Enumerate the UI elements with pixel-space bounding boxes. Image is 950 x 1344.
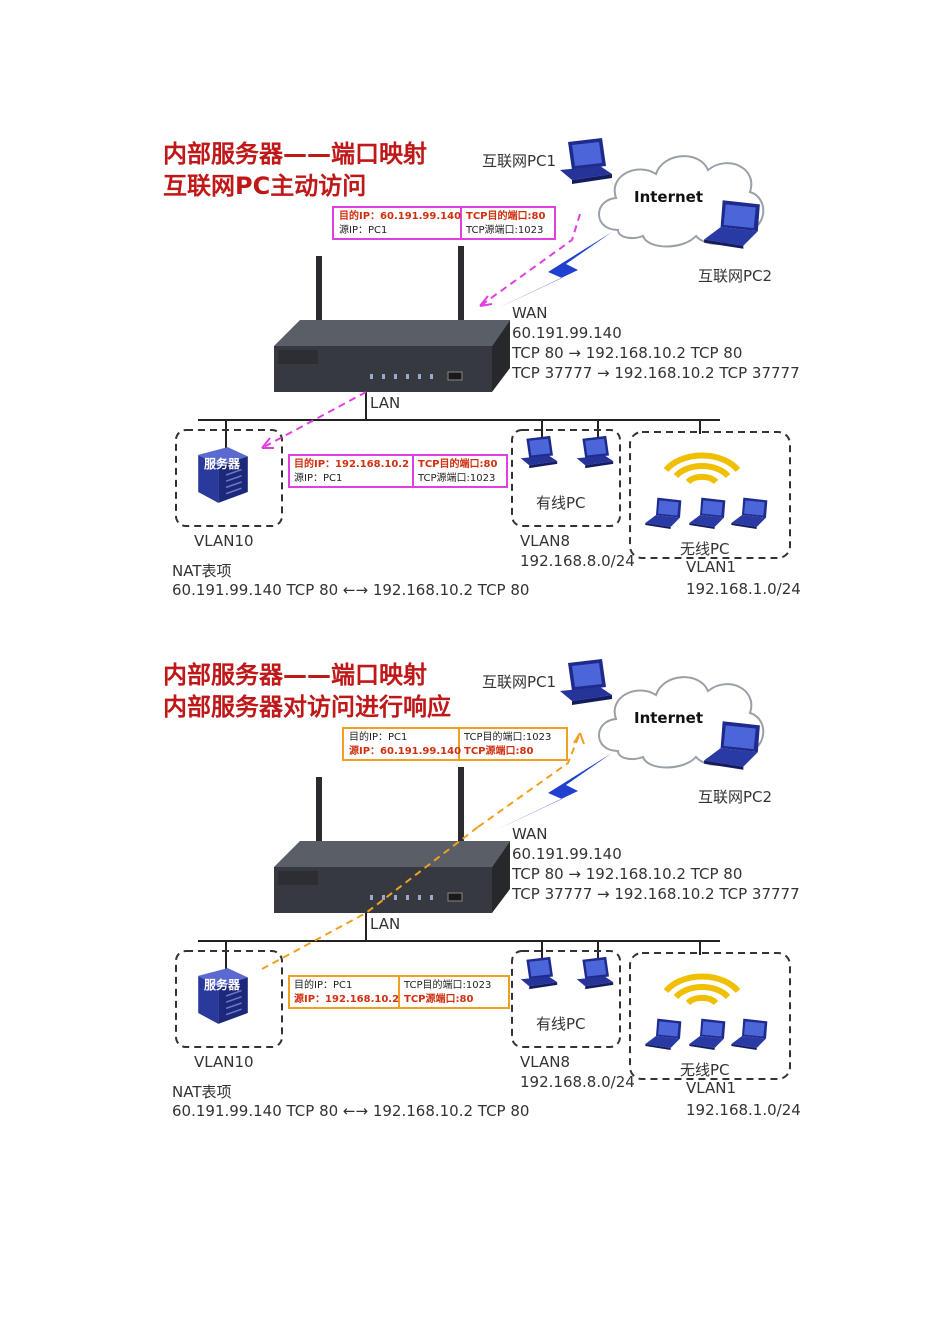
outbound-flow-arrow bbox=[261, 826, 479, 970]
vlan8-subnet-label: 192.168.8.0/24 bbox=[520, 552, 635, 570]
server-icon bbox=[197, 446, 249, 504]
wireless-pc-icon bbox=[645, 497, 682, 529]
packet-bottom-src-ip: 源IP：PC1 bbox=[294, 473, 343, 484]
vlan1-group bbox=[629, 952, 791, 1080]
server-icon bbox=[197, 967, 249, 1025]
vlan1-group bbox=[629, 431, 791, 559]
wired-pc-label: 有线PC bbox=[536, 1015, 586, 1033]
router-icon bbox=[273, 319, 511, 393]
server-label: 服务器 bbox=[204, 457, 241, 471]
packet-top-src-ip: 源IP：PC1 bbox=[339, 225, 388, 236]
port-map-rule-1: TCP 80 → 192.168.10.2 TCP 80 bbox=[512, 865, 743, 883]
internet-pc1-icon bbox=[560, 138, 612, 184]
wired-pc-label: 有线PC bbox=[536, 494, 586, 512]
vlan8-group bbox=[511, 950, 621, 1048]
wireless-signal-icon bbox=[663, 452, 741, 473]
packet-top-dst-ip: 目的IP：PC1 bbox=[349, 732, 408, 743]
packet-top-dst-port: TCP目的端口:1023 bbox=[464, 732, 552, 743]
internet-pc2-label: 互联网PC2 bbox=[698, 788, 773, 806]
nat-table-title: NAT表项 bbox=[172, 562, 232, 580]
port-map-rule-2: TCP 37777 → 192.168.10.2 TCP 37777 bbox=[512, 885, 800, 903]
wired-pc-icon bbox=[520, 956, 558, 990]
panel-title-line2: 互联网PC主动访问 bbox=[163, 172, 367, 200]
router-antenna-right bbox=[458, 767, 464, 847]
vlan10-group bbox=[175, 429, 283, 527]
wired-pc-icon bbox=[520, 435, 558, 469]
internet-pc2-label: 互联网PC2 bbox=[698, 267, 773, 285]
router-antenna-left bbox=[316, 256, 322, 326]
wireless-pc-icon bbox=[645, 1018, 682, 1050]
internet-pc1-label: 互联网PC1 bbox=[482, 673, 557, 691]
router-antenna-left bbox=[316, 777, 322, 847]
wan-link-lightning-icon bbox=[498, 232, 612, 308]
wan-link-lightning-icon bbox=[498, 753, 612, 829]
packet-bottom-src-ip: 源IP：192.168.10.2 bbox=[294, 994, 400, 1005]
wired-pc-icon bbox=[576, 435, 614, 469]
lan-label: LAN bbox=[370, 915, 401, 933]
server-label: 服务器 bbox=[204, 978, 241, 992]
vlan1-subnet-label: 192.168.1.0/24 bbox=[686, 1101, 801, 1119]
inbound-flow-arrow bbox=[479, 213, 581, 307]
internet-pc1-icon bbox=[560, 659, 612, 705]
internet-cloud-label: Internet bbox=[634, 709, 704, 727]
nat-table-entry: 60.191.99.140 TCP 80 ←→ 192.168.10.2 TCP… bbox=[172, 581, 530, 599]
panel-title-line1: 内部服务器——端口映射 bbox=[163, 140, 427, 168]
nat-table-title: NAT表项 bbox=[172, 1083, 232, 1101]
panel-title-line2: 内部服务器对访问进行响应 bbox=[163, 693, 451, 721]
diagram-graphics-2 bbox=[175, 659, 791, 1080]
vlan10-label: VLAN10 bbox=[194, 532, 254, 550]
packet-bottom-src-port: TCP源端口:1023 bbox=[418, 473, 496, 484]
packet-top-dst-port: TCP目的端口:80 bbox=[466, 211, 546, 222]
wireless-pc-label: 无线PC bbox=[680, 540, 730, 558]
diagram-panel-2: 内部服务器——端口映射 内部服务器对访问进行响应 互联网PC1 Internet… bbox=[0, 651, 950, 1171]
packet-bottom-dst-ip: 目的IP：PC1 bbox=[294, 980, 353, 991]
packet-top-src-port: TCP源端口:1023 bbox=[466, 225, 544, 236]
vlan8-label: VLAN8 bbox=[520, 532, 570, 550]
internet-pc1-label: 互联网PC1 bbox=[482, 152, 557, 170]
router-icon bbox=[273, 840, 511, 914]
wan-label: WAN bbox=[512, 825, 548, 843]
diagram-panel-1: 内部服务器——端口映射 互联网PC主动访问 互联网PC1 Internet 互联… bbox=[0, 130, 950, 650]
vlan10-group bbox=[175, 950, 283, 1048]
vlan8-subnet-label: 192.168.8.0/24 bbox=[520, 1073, 635, 1091]
vlan1-subnet-label: 192.168.1.0/24 bbox=[686, 580, 801, 598]
port-map-rule-2: TCP 37777 → 192.168.10.2 TCP 37777 bbox=[512, 364, 800, 382]
vlan8-group bbox=[511, 429, 621, 527]
nat-table-entry: 60.191.99.140 TCP 80 ←→ 192.168.10.2 TCP… bbox=[172, 1102, 530, 1120]
wired-pc-icon bbox=[576, 956, 614, 990]
packet-bottom-src-port: TCP源端口:80 bbox=[404, 994, 474, 1005]
router-antenna-right bbox=[458, 246, 464, 326]
packet-bottom-dst-port: TCP目的端口:80 bbox=[418, 459, 498, 470]
vlan1-label: VLAN1 bbox=[686, 1079, 736, 1097]
wan-label: WAN bbox=[512, 304, 548, 322]
vlan1-label: VLAN1 bbox=[686, 558, 736, 576]
port-map-rule-1: TCP 80 → 192.168.10.2 TCP 80 bbox=[512, 344, 743, 362]
diagram-graphics-1 bbox=[175, 138, 791, 559]
vlan10-label: VLAN10 bbox=[194, 1053, 254, 1071]
wireless-pc-label: 无线PC bbox=[680, 1061, 730, 1079]
vlan8-label: VLAN8 bbox=[520, 1053, 570, 1071]
wireless-pc-icon bbox=[689, 497, 726, 529]
packet-top-dst-ip: 目的IP：60.191.99.140 bbox=[339, 211, 462, 222]
wireless-pc-icon bbox=[731, 497, 768, 529]
lan-label: LAN bbox=[370, 394, 401, 412]
wireless-signal-icon bbox=[663, 973, 741, 994]
internet-cloud-label: Internet bbox=[634, 188, 704, 206]
wireless-pc-icon bbox=[731, 1018, 768, 1050]
wan-ip-label: 60.191.99.140 bbox=[512, 324, 622, 342]
packet-bottom-dst-ip: 目的IP：192.168.10.2 bbox=[294, 459, 410, 470]
wireless-pc-icon bbox=[689, 1018, 726, 1050]
panel-title-line1: 内部服务器——端口映射 bbox=[163, 661, 427, 689]
packet-top-src-ip: 源IP：60.191.99.140 bbox=[349, 746, 462, 757]
packet-top-src-port: TCP源端口:80 bbox=[464, 746, 534, 757]
packet-bottom-dst-port: TCP目的端口:1023 bbox=[404, 980, 492, 991]
wan-ip-label: 60.191.99.140 bbox=[512, 845, 622, 863]
